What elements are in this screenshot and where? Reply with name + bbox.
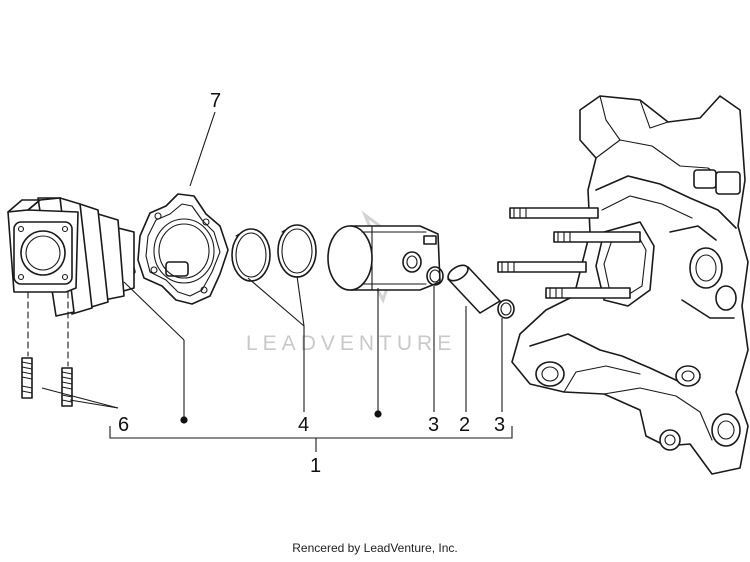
circlips-and-pin [426,264,515,319]
callout-dot-cylinder [180,416,188,424]
cylinder [7,197,136,317]
piston [327,225,441,291]
leader-lines [41,111,513,452]
callout-3-right: 3 [494,414,505,436]
callout-dot-piston [374,410,382,418]
callout-3-left: 3 [428,414,439,436]
watermark-text: LEADVENTURE [246,332,456,355]
crankcase [497,95,749,475]
render-credit: Rencered by LeadVenture, Inc. [292,541,458,555]
callout-7: 7 [210,90,221,112]
head-gasket [137,193,229,305]
crankcase-studs [497,207,641,299]
callout-6: 6 [118,414,129,436]
callout-1: 1 [310,455,321,477]
callout-2: 2 [459,414,470,436]
callout-4: 4 [298,414,309,436]
piston-rings [231,224,317,282]
